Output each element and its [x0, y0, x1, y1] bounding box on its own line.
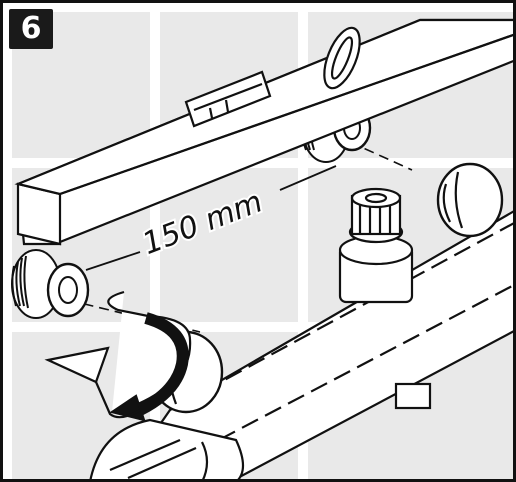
left-wall-connector: [11, 249, 90, 319]
dimension-line: [85, 165, 337, 271]
step-number-badge: 6: [9, 9, 53, 49]
spirit-level: [14, 18, 516, 246]
tighten-arrow-icon: [44, 290, 192, 422]
thermostat-mixer: [88, 162, 516, 482]
